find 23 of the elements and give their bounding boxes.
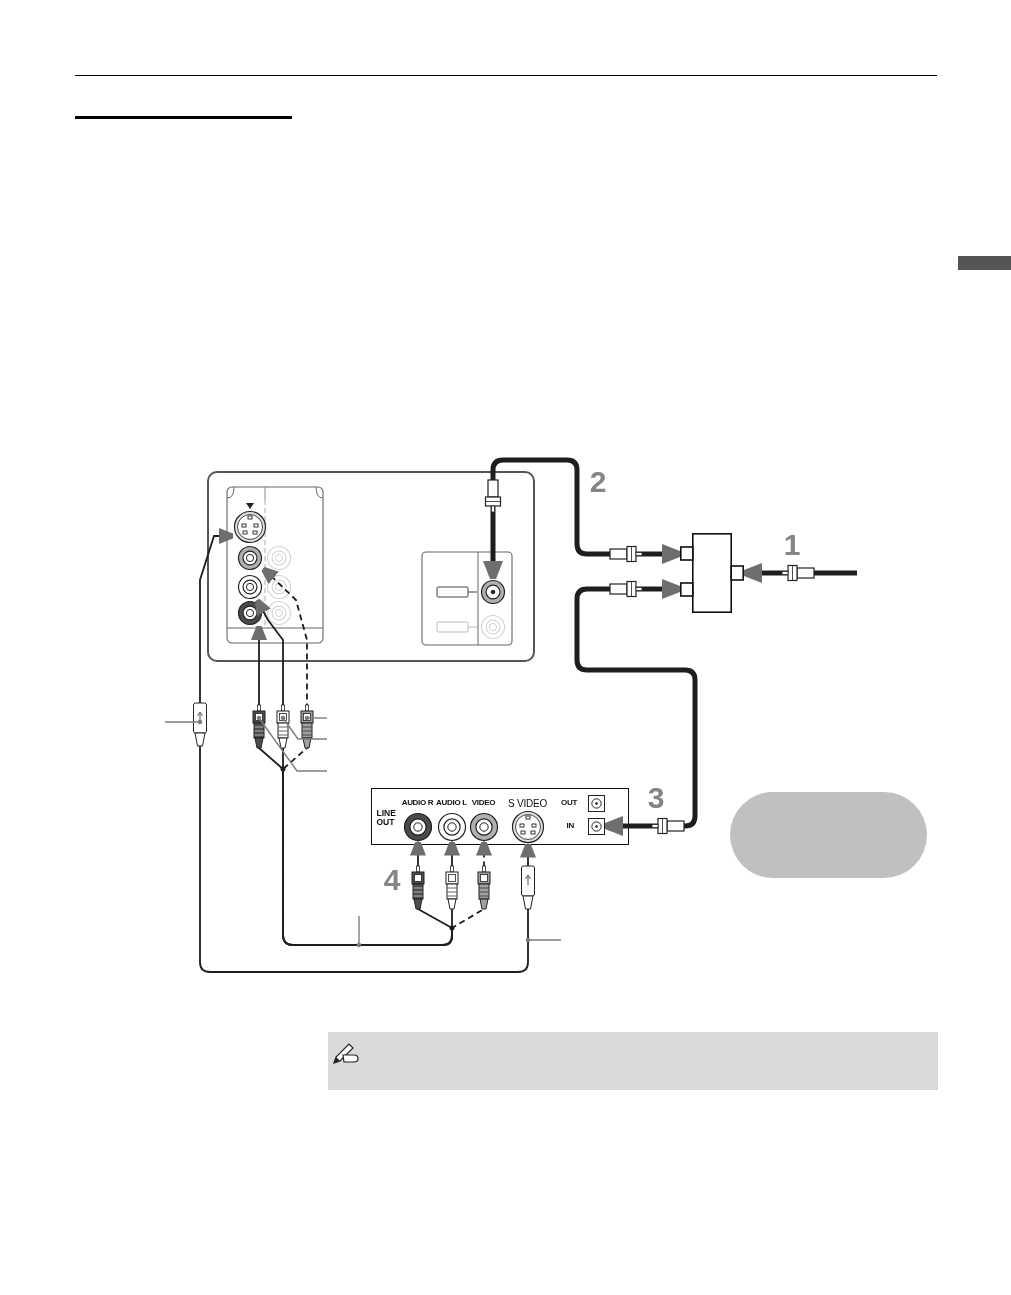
rca-jack-icon <box>237 574 263 600</box>
cable <box>483 457 680 579</box>
jack-label: AUDIO L <box>436 798 467 808</box>
coaxial-jack-icon <box>480 579 506 605</box>
jack-label: VIDEO <box>471 798 496 808</box>
step-number: 1 <box>783 530 801 560</box>
jack-label: AUDIO R <box>401 798 434 808</box>
jack-label: IN <box>566 822 574 831</box>
jack-label: S VIDEO <box>507 797 548 809</box>
splitter-icon <box>680 533 744 613</box>
panel-label: LINE OUT <box>376 808 397 829</box>
step-number: 2 <box>589 467 607 497</box>
connector-panel <box>371 788 629 845</box>
step-number: 4 <box>383 865 401 895</box>
rca-jack-icon <box>237 545 263 571</box>
cable <box>574 579 698 836</box>
cable <box>744 563 857 583</box>
step-number: 3 <box>647 783 665 813</box>
jack-label: OUT <box>561 799 577 808</box>
cable <box>199 528 536 973</box>
back-panel <box>207 471 535 662</box>
s-video-jack-icon <box>233 510 267 544</box>
rca-jack-icon <box>237 600 263 626</box>
